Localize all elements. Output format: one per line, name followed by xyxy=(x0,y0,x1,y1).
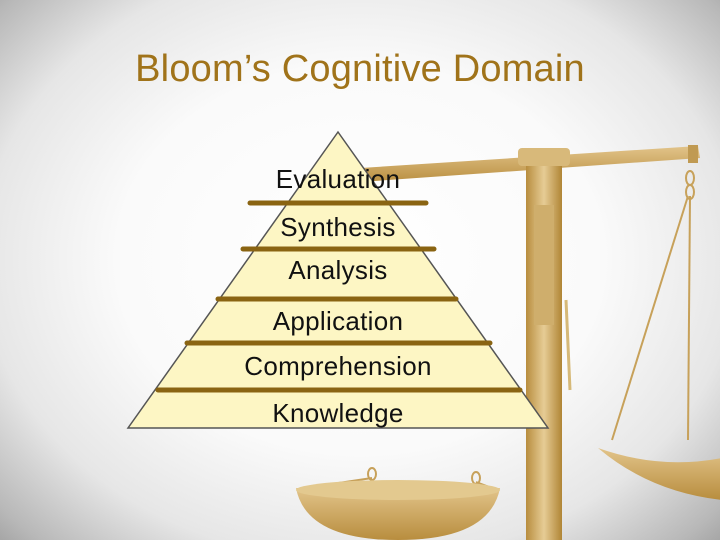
level-analysis: Analysis xyxy=(288,255,388,285)
level-synthesis: Synthesis xyxy=(280,212,396,242)
level-evaluation: Evaluation xyxy=(275,164,401,194)
level-comprehension: Comprehension xyxy=(244,351,432,381)
level-knowledge: Knowledge xyxy=(272,398,404,428)
level-application: Application xyxy=(272,306,404,336)
pyramid-shape xyxy=(126,130,550,429)
page-title: Bloom’s Cognitive Domain xyxy=(135,48,585,90)
